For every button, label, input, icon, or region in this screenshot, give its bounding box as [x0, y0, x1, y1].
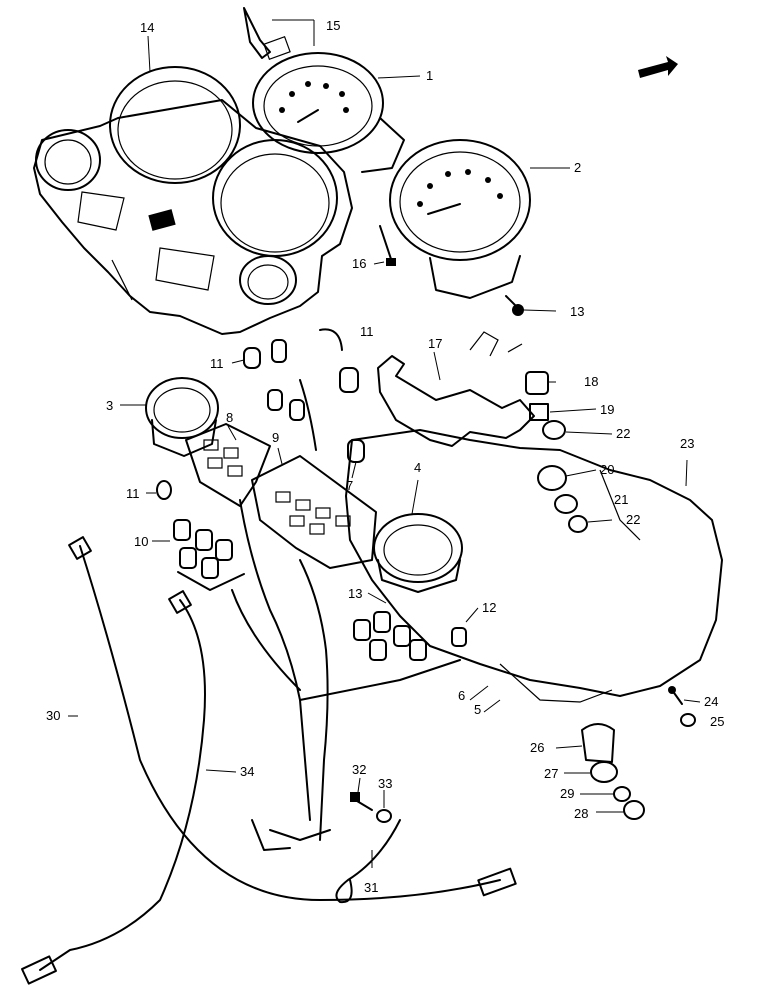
callout-34: 34 [240, 764, 254, 779]
callout-27: 27 [544, 766, 558, 781]
meter-stay-bracket [377, 331, 535, 447]
callout-22a: 22 [616, 426, 630, 441]
socket-cluster [353, 611, 467, 661]
washer [529, 403, 549, 421]
speedometer-cover-ring [109, 66, 241, 184]
fuel-gauge [145, 377, 219, 457]
callout-1: 1 [426, 68, 433, 83]
bulb [267, 339, 365, 463]
callout-22b: 22 [626, 512, 640, 527]
tachometer [389, 139, 531, 299]
callout-5: 5 [474, 702, 481, 717]
callout-12: 12 [482, 600, 496, 615]
callout-32: 32 [352, 762, 366, 777]
callout-15: 15 [326, 18, 340, 33]
callout-2: 2 [574, 160, 581, 175]
callout-18: 18 [584, 374, 598, 389]
indicator-lens-plate [251, 455, 377, 569]
front-arrow-icon [638, 56, 678, 78]
callout-3: 3 [106, 398, 113, 413]
washer [590, 761, 618, 783]
washer [376, 809, 392, 823]
nut [568, 515, 588, 533]
callout-17: 17 [428, 336, 442, 351]
wire-clamp [335, 819, 401, 904]
nut [623, 800, 645, 820]
callout-13b: 13 [348, 586, 362, 601]
speedometer [252, 52, 405, 173]
callout-24: 24 [704, 694, 718, 709]
screw [379, 225, 396, 266]
leader-lines [68, 19, 701, 868]
washer [613, 786, 631, 802]
callout-6: 6 [458, 688, 465, 703]
callout-26: 26 [530, 740, 544, 755]
indicator-lens-plate [185, 423, 271, 507]
cable-clip [243, 347, 261, 369]
bulb-socket [243, 7, 291, 61]
callouts: 1 2 3 4 5 6 7 8 9 10 11 11 11 12 13 13 1… [46, 18, 724, 895]
callout-11c: 11 [126, 486, 140, 501]
washer [554, 494, 578, 514]
callout-29: 29 [560, 786, 574, 801]
meter-panel-cover [33, 66, 353, 335]
callout-28: 28 [574, 806, 588, 821]
callout-20: 20 [600, 462, 614, 477]
callout-25: 25 [710, 714, 724, 729]
cable-clip [319, 328, 343, 351]
temperature-gauge [373, 513, 463, 593]
callout-33: 33 [378, 776, 392, 791]
screw [350, 792, 373, 811]
cable-clip [156, 480, 172, 500]
callout-4: 4 [414, 460, 421, 475]
callout-19: 19 [600, 402, 614, 417]
grommet [537, 465, 567, 491]
tachometer-cable [21, 590, 206, 985]
wiring-harness [231, 379, 461, 851]
callout-11a: 11 [210, 356, 224, 371]
callout-9: 9 [272, 430, 279, 445]
speedometer-cable [68, 536, 517, 901]
callout-16: 16 [352, 256, 366, 271]
lamp-housing [345, 429, 723, 703]
callout-14: 14 [140, 20, 154, 35]
callout-21: 21 [614, 492, 628, 507]
callout-8: 8 [226, 410, 233, 425]
tachometer-cover-ring [212, 139, 338, 257]
callout-10: 10 [134, 534, 148, 549]
callout-23: 23 [680, 436, 694, 451]
washer [680, 713, 696, 727]
callout-13a: 13 [570, 304, 584, 319]
callout-7: 7 [346, 478, 353, 493]
callout-31: 31 [364, 880, 378, 895]
callout-30: 30 [46, 708, 60, 723]
grommet [542, 420, 566, 440]
grommet [525, 371, 549, 395]
callout-11b: 11 [360, 324, 374, 339]
damper-rubber [581, 723, 615, 763]
socket-cluster [173, 519, 245, 591]
screw [668, 686, 683, 705]
screw [505, 295, 524, 316]
